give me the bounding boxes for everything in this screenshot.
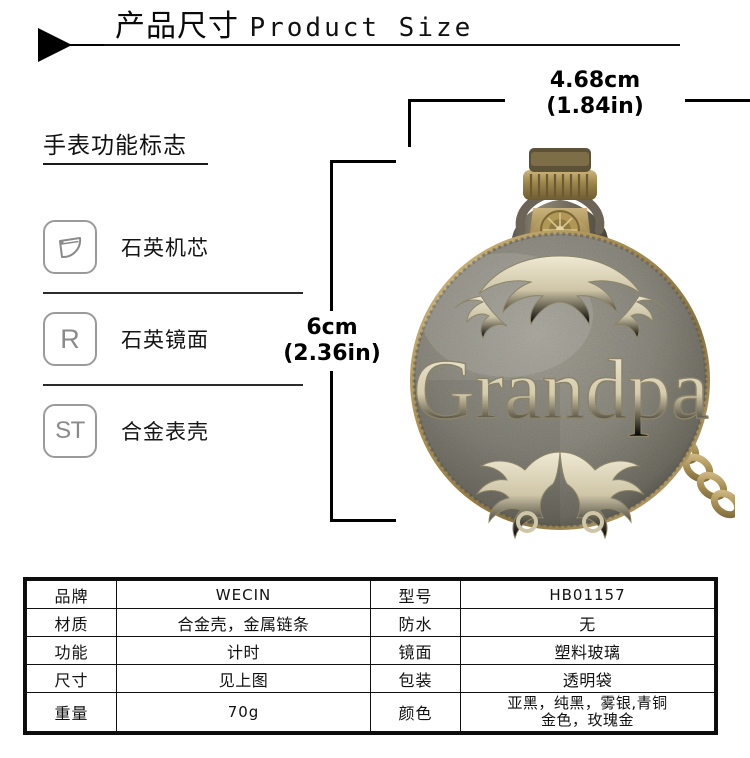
spec-key: 包装 — [370, 664, 461, 694]
spec-key: 品牌 — [26, 579, 117, 610]
height-dimension-label: 6cm (2.36in) — [272, 311, 392, 371]
feature-item-alloy-case: ST 合金表壳 — [43, 400, 305, 462]
spec-key: 重量 — [26, 692, 117, 732]
feature-item-quartz-movement: 石英机芯 — [43, 216, 305, 278]
spec-value: 塑料玻璃 — [460, 636, 715, 666]
header-rule-left — [70, 44, 118, 46]
engraved-word: Grandpa — [413, 341, 709, 437]
height-in: (2.36in) — [283, 341, 381, 366]
table-row: 重量 70g 颜色 亚黑，纯黑，雾银,青铜 金色，玫瑰金 — [26, 692, 715, 732]
spec-value-colors: 亚黑，纯黑，雾银,青铜 金色，玫瑰金 — [460, 692, 715, 732]
header-rule-right — [104, 44, 680, 46]
spec-value-colors-line1: 亚黑，纯黑，雾银,青铜 — [507, 694, 668, 713]
mineral-glass-icon: R — [43, 312, 97, 366]
features-title: 手表功能标志 — [43, 133, 187, 159]
page-title-en: Product Size — [246, 13, 477, 43]
spec-value: HB01157 — [460, 579, 715, 610]
spec-value: 无 — [460, 608, 715, 638]
spec-value: WECIN — [116, 579, 371, 610]
feature-label: 石英镜面 — [121, 328, 209, 352]
product-image-pocket-watch: Grandpa — [395, 130, 735, 540]
table-row: 材质 合金壳，金属链条 防水 无 — [26, 608, 715, 638]
table-row: 品牌 WECIN 型号 HB01157 — [26, 579, 715, 610]
quartz-movement-icon — [43, 220, 97, 274]
spec-value: 计时 — [116, 636, 371, 666]
watch-top-ornament — [454, 255, 666, 340]
table-row: 功能 计时 镜面 塑料玻璃 — [26, 636, 715, 666]
alloy-case-icon-text: ST — [55, 417, 85, 444]
spec-key: 尺寸 — [26, 664, 117, 694]
header-titles: 产品尺寸 Product Size — [112, 10, 477, 44]
watch-case: Grandpa — [410, 230, 710, 540]
width-cm: 4.68cm — [549, 68, 641, 93]
height-cm: 6cm — [306, 315, 358, 340]
spec-value-colors-line2: 金色，玫瑰金 — [540, 711, 634, 730]
features-title-underline — [43, 163, 208, 165]
spec-value: 70g — [116, 692, 371, 732]
spec-value: 合金壳，金属链条 — [116, 608, 371, 638]
feature-label: 石英机芯 — [121, 236, 209, 260]
spec-key: 材质 — [26, 608, 117, 638]
spec-key: 型号 — [370, 579, 461, 610]
spec-key: 防水 — [370, 608, 461, 638]
specification-table: 品牌 WECIN 型号 HB01157 材质 合金壳，金属链条 防水 无 功能 … — [23, 577, 718, 735]
feature-item-mineral-glass: R 石英镜面 — [43, 308, 305, 370]
alloy-case-icon: ST — [43, 404, 97, 458]
watch-bottom-ornament — [475, 451, 645, 540]
play-triangle-icon — [38, 28, 72, 62]
spec-key: 功能 — [26, 636, 117, 666]
mineral-glass-icon-text: R — [60, 323, 80, 354]
feature-separator — [43, 384, 303, 386]
spec-table-body: 品牌 WECIN 型号 HB01157 材质 合金壳，金属链条 防水 无 功能 … — [26, 579, 715, 732]
width-dimension-label: 4.68cm (1.84in) — [505, 68, 685, 120]
spec-value: 见上图 — [116, 664, 371, 694]
height-dimension-tick-top — [330, 160, 396, 163]
width-dimension-tick — [408, 99, 411, 147]
spec-value: 透明袋 — [460, 664, 715, 694]
width-in: (1.84in) — [546, 94, 644, 119]
table-row: 尺寸 见上图 包装 透明袋 — [26, 664, 715, 694]
feature-label: 合金表壳 — [121, 420, 209, 444]
spec-key: 颜色 — [370, 692, 461, 732]
height-dimension-tick-bottom — [330, 519, 396, 522]
page-title-cn: 产品尺寸 — [112, 10, 242, 44]
spec-key: 镜面 — [370, 636, 461, 666]
feature-separator — [43, 292, 303, 294]
